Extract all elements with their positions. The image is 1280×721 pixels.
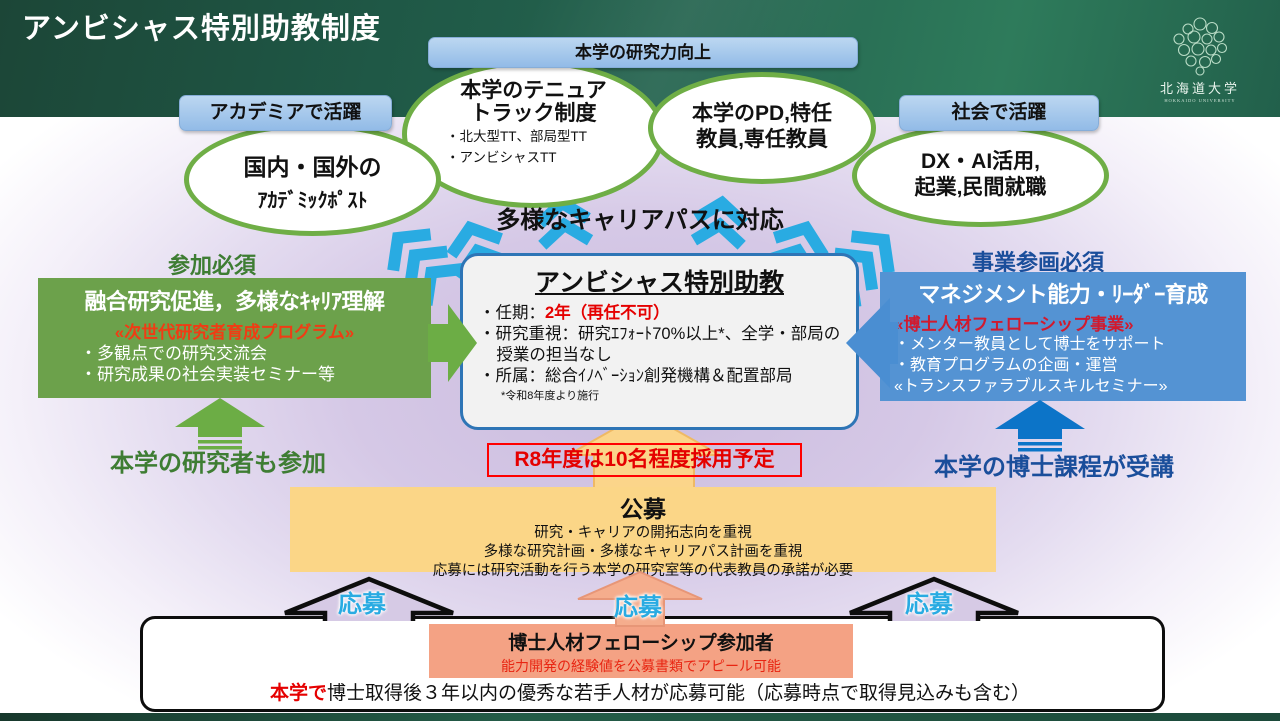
right-program-item: ・メンター教員として博士をサポート <box>894 336 1166 353</box>
right-program-title: マネジメント能力・ﾘｰﾀﾞｰ育成 <box>918 282 1208 307</box>
selection-arrow-icon <box>564 410 724 491</box>
fellowship-title: 博士人材フェローシップ参加者 <box>508 633 774 654</box>
apply-label-middle: 応募 <box>614 594 662 621</box>
left-program-title: 融合研究促進，多様なｷｬﾘｱ理解 <box>84 289 385 314</box>
center-research: ・研究重視：研究ｴﾌｫｰﾄ70%以上*、全学・部局の授業の担当なし <box>479 325 841 365</box>
eligibility-text: 本学で博士取得後３年以内の優秀な若手人材が応募可能（応募時点で取得見込みも含む） <box>269 683 1031 704</box>
university-emblem-icon <box>1173 17 1228 76</box>
ellipse-dx-industry: DX・AI活用, 起業,民間就職 <box>852 124 1109 227</box>
bottom-green-bar <box>0 713 1280 721</box>
blue-striped-up-arrow-icon <box>995 400 1085 452</box>
center-program-box: アンビシャス特別助教 ・任期：2年（再任不可） ・研究重視：研究ｴﾌｫｰﾄ70%… <box>460 253 859 430</box>
koubo-line: 研究・キャリアの開拓志向を重視 <box>534 525 752 541</box>
logo-name-en: HOKKAIDO UNIVERSITY <box>1164 98 1236 103</box>
center-title: アンビシャス特別助教 <box>534 269 784 297</box>
koubo-line: 多様な研究計画・多様なキャリアパス計画を重視 <box>483 543 803 560</box>
tenure-item: ・アンビシャスTT <box>446 149 557 165</box>
green-striped-up-arrow-icon <box>175 398 265 450</box>
green-right-arrow-icon <box>428 304 477 382</box>
label-research-improvement: 本学の研究力向上 <box>428 37 858 68</box>
dx-line1: DX・AI活用, <box>920 150 1040 173</box>
left-program-item: ・多観点での研究交流会 <box>80 344 267 363</box>
ellipse-pd-faculty: 本学のPD,特任 教員,専任教員 <box>648 72 876 184</box>
center-footnote: *令和8年度より施行 <box>501 390 600 403</box>
academic-line2: ｱｶﾃﾞﾐｯｸﾎﾟｽﾄ <box>257 190 368 212</box>
right-program-box: マネジメント能力・ﾘｰﾀﾞｰ育成 «博士人材フェローシップ事業» ・メンター教員… <box>880 272 1246 401</box>
left-program-item: ・研究成果の社会実装セミナー等 <box>80 365 335 385</box>
right-program-item: «トランスファラブルスキルセミナー» <box>894 377 1168 395</box>
tenure-title-line2: トラック制度 <box>470 102 597 126</box>
koubo-line: 応募には研究活動を行う本学の研究室等の代表教員の承諾が必要 <box>432 562 854 579</box>
right-program-subtitle: «博士人材フェローシップ事業» <box>894 315 1134 334</box>
left-program-note: 本学の研究者も参加 <box>110 450 326 477</box>
university-logo: 北海道大学 HOKKAIDO UNIVERSITY <box>1136 12 1264 103</box>
apply-label-right: 応募 <box>905 591 953 618</box>
right-requirement: 事業参画必須 <box>972 250 1105 275</box>
label-academia: アカデミアで活躍 <box>179 95 392 131</box>
tenure-title-line1: 本学のテニュア <box>460 79 607 102</box>
ellipse-tenure-track: 本学のテニュア トラック制度 ・北大型TT、部局型TT ・アンビシャスTT <box>402 60 665 208</box>
right-program-item: ・教育プログラムの企画・運営 <box>894 356 1118 374</box>
left-program-box: 融合研究促進，多様なｷｬﾘｱ理解 «次世代研究者育成プログラム» ・多観点での研… <box>38 278 431 398</box>
dx-line2: 起業,民間就職 <box>914 176 1047 200</box>
label-society: 社会で活躍 <box>899 95 1099 131</box>
apply-arrow-left-icon <box>284 576 454 621</box>
slide-title: アンビシャス特別助教制度 <box>22 13 381 45</box>
left-requirement: 参加必須 <box>168 253 257 278</box>
apply-arrow-right-icon <box>849 576 1019 621</box>
koubo-title: 公募 <box>620 496 666 522</box>
center-term: ・任期：2年（再任不可） <box>479 304 670 322</box>
pd-line2: 教員,専任教員 <box>696 128 828 152</box>
logo-name-ja: 北海道大学 <box>1159 81 1240 96</box>
left-program-subtitle: «次世代研究者育成プログラム» <box>114 323 355 342</box>
apply-arrow-middle-icon <box>577 570 703 627</box>
open-recruitment-box: 公募 研究・キャリアの開拓志向を重視 多様な研究計画・多様なキャリアパス計画を重… <box>290 487 996 579</box>
fellowship-note: 能力開発の経験値を公募書類でアピール可能 <box>501 658 781 674</box>
pd-line1: 本学のPD,特任 <box>691 102 832 125</box>
quota-note-box: R8年度は10名程度採用予定 <box>487 443 802 477</box>
career-path-note: 多様なキャリアパスに対応 <box>496 207 784 234</box>
center-affiliation: ・所属：総合ｲﾉﾍﾞｰｼｮﾝ創発機構＆配置部局 <box>479 367 793 386</box>
right-program-note: 本学の博士課程が受講 <box>934 454 1174 481</box>
tenure-item: ・北大型TT、部局型TT <box>446 129 587 145</box>
blue-left-arrow-icon <box>846 298 898 388</box>
apply-label-left: 応募 <box>338 591 386 618</box>
academic-line1: 国内・国外の <box>243 154 382 180</box>
fellowship-participants-box: 博士人材フェローシップ参加者 能力開発の経験値を公募書類でアピール可能 <box>429 624 853 678</box>
